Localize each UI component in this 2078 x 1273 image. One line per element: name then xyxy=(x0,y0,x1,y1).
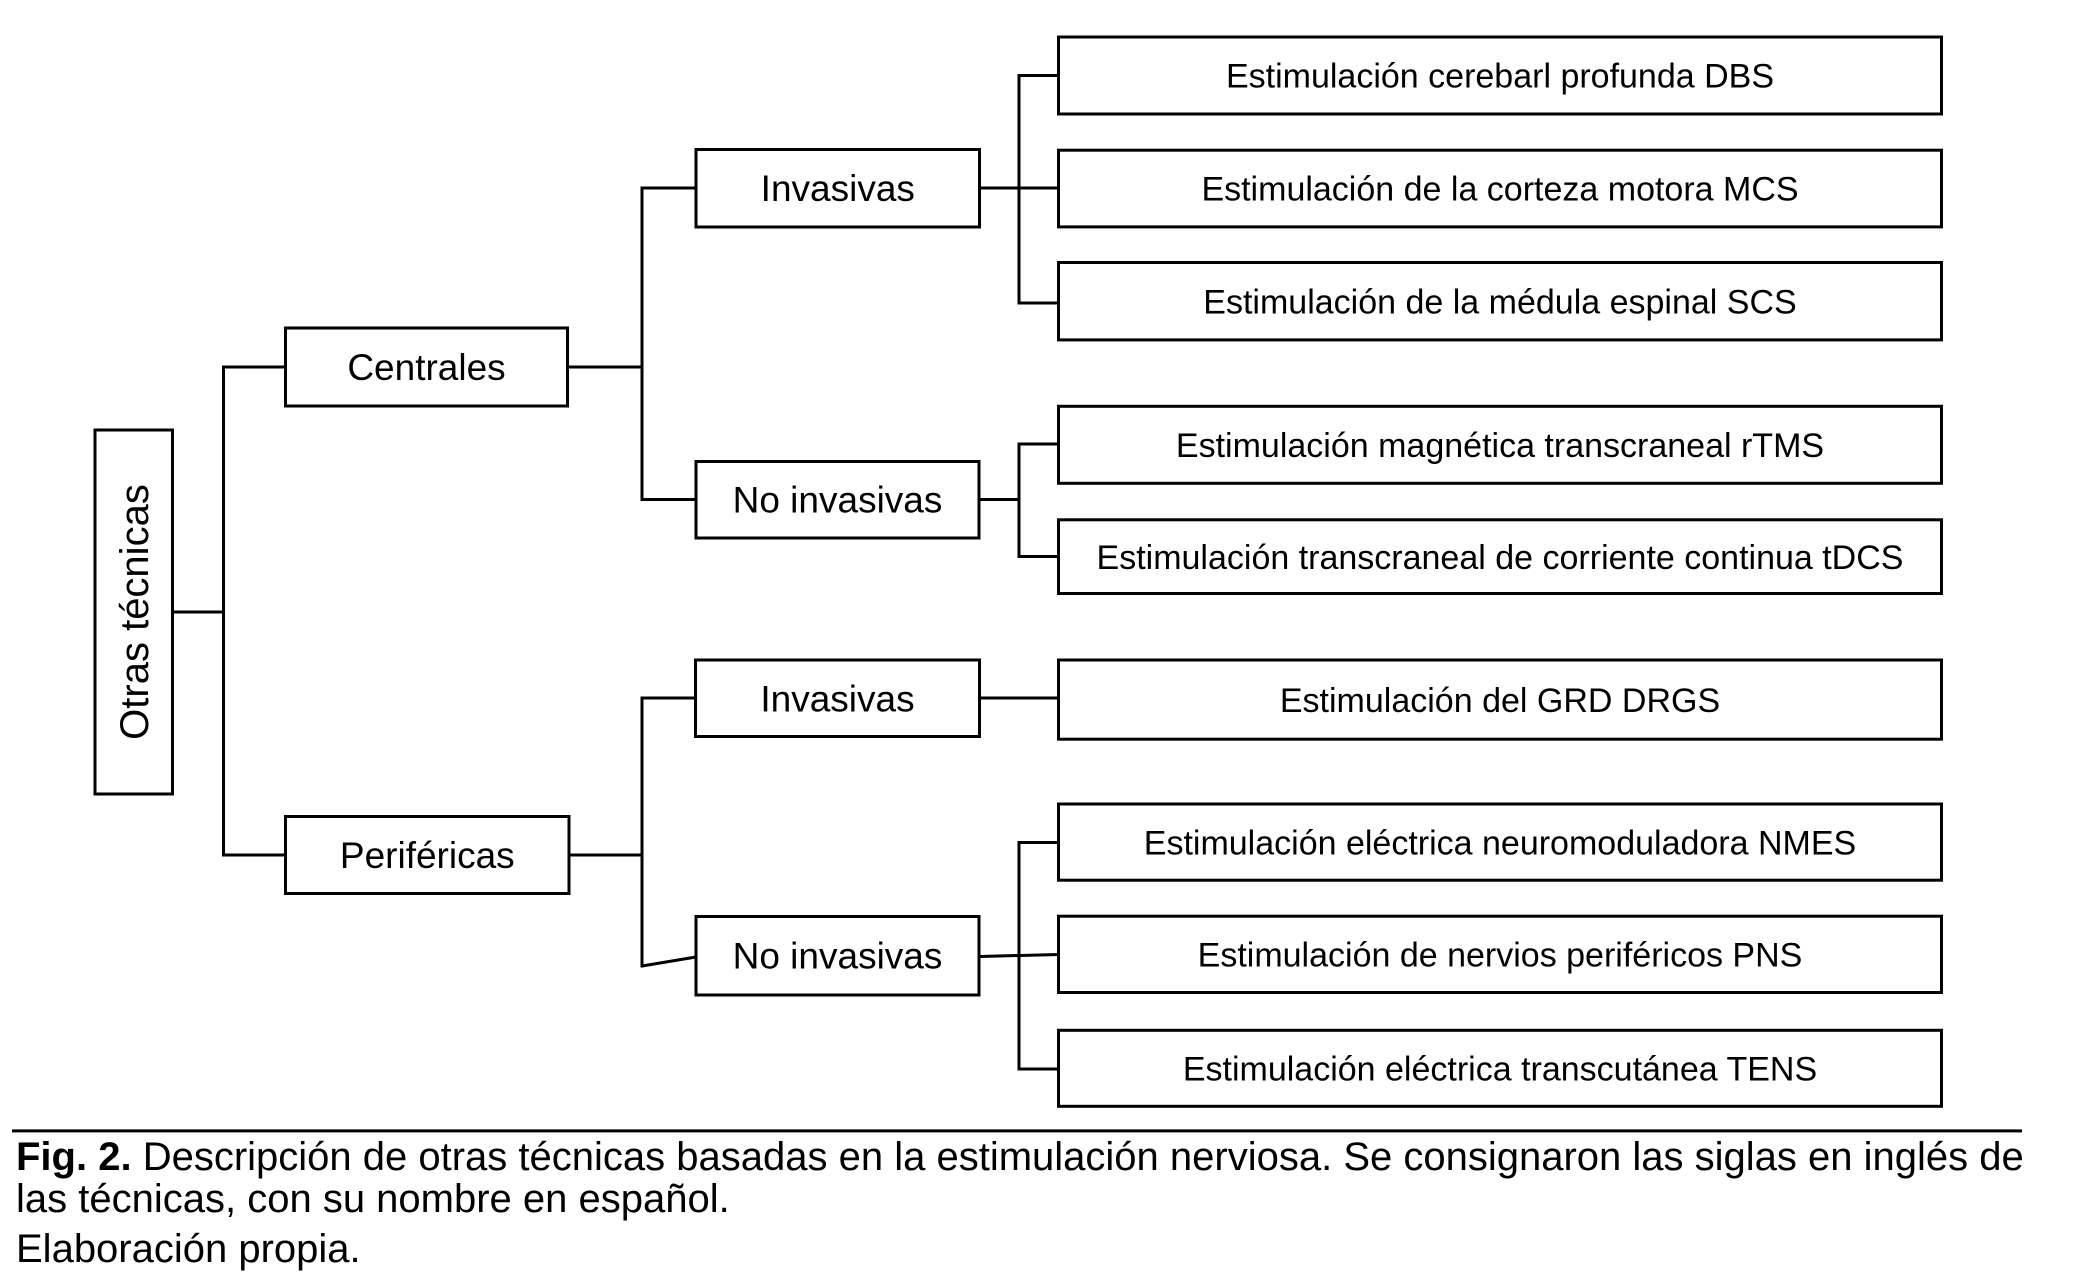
svg-text:Invasivas: Invasivas xyxy=(761,168,915,209)
svg-text:Otras técnicas: Otras técnicas xyxy=(113,484,157,740)
svg-text:Invasivas: Invasivas xyxy=(760,679,914,720)
svg-text:Estimulación de la médula espi: Estimulación de la médula espinal SCS xyxy=(1203,283,1796,321)
svg-text:Estimulación eléctrica neuromo: Estimulación eléctrica neuromoduladora N… xyxy=(1144,824,1856,862)
svg-text:Estimulación del GRD DRGS: Estimulación del GRD DRGS xyxy=(1280,682,1720,720)
svg-text:Estimulación magnética transcr: Estimulación magnética transcraneal rTMS xyxy=(1176,427,1824,465)
svg-text:Estimulación transcraneal de c: Estimulación transcraneal de corriente c… xyxy=(1097,539,1904,577)
svg-text:Centrales: Centrales xyxy=(347,347,505,388)
svg-text:Estimulación de nervios perifé: Estimulación de nervios periféricos PNS xyxy=(1198,937,1803,975)
svg-text:Estimulación de la corteza mot: Estimulación de la corteza motora MCS xyxy=(1201,171,1798,209)
svg-text:Estimulación eléctrica transcu: Estimulación eléctrica transcutánea TENS xyxy=(1183,1050,1817,1088)
svg-text:No invasivas: No invasivas xyxy=(733,480,943,521)
svg-text:No invasivas: No invasivas xyxy=(733,936,943,977)
svg-text:Periféricas: Periféricas xyxy=(340,835,515,876)
svg-text:Estimulación cerebarl profunda: Estimulación cerebarl profunda DBS xyxy=(1226,58,1774,96)
